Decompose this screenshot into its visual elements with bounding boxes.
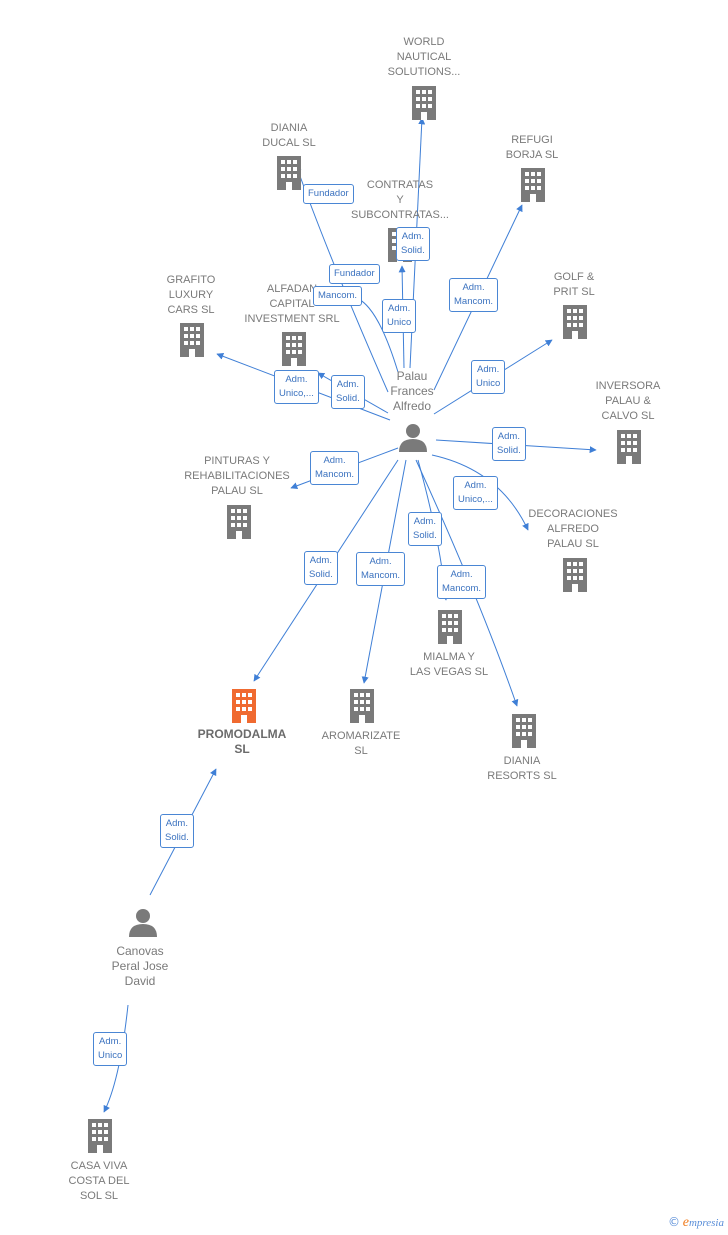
company-label[interactable]: DIANIA RESORTS SL	[487, 755, 557, 782]
person-label[interactable]: Canovas Peral Jose David	[111, 944, 169, 988]
building-icon[interactable]	[615, 430, 643, 469]
focus-building-icon[interactable]	[230, 689, 258, 728]
company-label[interactable]: WORLD NAUTICAL SOLUTIONS...	[387, 36, 461, 78]
edge-label: Adm. Mancom.	[437, 565, 487, 599]
brand-initial: e	[682, 1215, 689, 1230]
edge-label: Adm. Mancom.	[449, 278, 499, 312]
edge-label: Adm. Mancom.	[310, 451, 360, 485]
company-label[interactable]: INVERSORA PALAU & CALVO SL	[595, 380, 661, 422]
building-icon[interactable]	[410, 86, 438, 125]
building-icon[interactable]	[519, 168, 547, 207]
person-icon[interactable]	[128, 907, 158, 942]
company-label[interactable]: REFUGI BORJA SL	[505, 134, 559, 161]
edge-label: Adm. Solid.	[396, 227, 430, 261]
company-label[interactable]: DIANIA DUCAL SL	[262, 122, 316, 149]
edge-label: Adm. Solid.	[408, 512, 442, 546]
building-icon[interactable]	[178, 323, 206, 362]
edge-label: Mancom.	[313, 286, 363, 306]
edge-label: Adm. Solid.	[331, 375, 365, 409]
edge-label: Adm. Solid.	[304, 551, 338, 585]
edge-canovas-casa	[103, 1004, 129, 1113]
edge-label: Adm. Unico,...	[453, 476, 498, 510]
company-label[interactable]: GOLF & PRIT SL	[553, 271, 595, 298]
focus-company-label[interactable]: PROMODALMA SL	[197, 727, 287, 756]
building-icon[interactable]	[280, 332, 308, 371]
edge-label: Adm. Unico	[382, 299, 417, 333]
building-icon[interactable]	[348, 689, 376, 728]
copyright-symbol: ©	[667, 1215, 680, 1229]
building-icon[interactable]	[275, 156, 303, 195]
building-icon[interactable]	[86, 1119, 114, 1158]
building-icon[interactable]	[561, 558, 589, 597]
edge-label: Adm. Mancom.	[356, 552, 406, 586]
building-icon[interactable]	[436, 610, 464, 649]
company-label[interactable]: DECORACIONES ALFREDO PALAU SL	[528, 508, 618, 550]
edge-label: Adm. Solid.	[160, 814, 194, 848]
brand-logo: © empresia	[668, 1215, 724, 1231]
company-label[interactable]: ALFADAN CAPITAL INVESTMENT SRL	[244, 283, 340, 325]
company-label[interactable]: GRAFITO LUXURY CARS SL	[166, 274, 216, 316]
edge-label: Adm. Unico	[93, 1032, 128, 1066]
company-label[interactable]: AROMARIZATE SL	[321, 730, 401, 757]
edge-label: Adm. Unico,...	[274, 370, 319, 404]
edge-label: Fundador	[303, 184, 354, 204]
company-label[interactable]: MIALMA Y LAS VEGAS SL	[409, 651, 489, 678]
edge-label: Fundador	[329, 264, 380, 284]
building-icon[interactable]	[225, 505, 253, 544]
edge-label: Adm. Solid.	[492, 427, 526, 461]
company-label[interactable]: PINTURAS Y REHABILITACIONES PALAU SL	[184, 455, 290, 497]
building-icon[interactable]	[561, 305, 589, 344]
person-icon[interactable]	[398, 422, 428, 457]
building-icon[interactable]	[510, 714, 538, 753]
company-label[interactable]: CONTRATAS Y SUBCONTRATAS...	[351, 179, 449, 221]
person-label[interactable]: Palau Frances Alfredo	[390, 369, 434, 413]
edge-label: Adm. Unico	[471, 360, 506, 394]
brand-name: mpresia	[688, 1217, 724, 1229]
company-label[interactable]: CASA VIVA COSTA DEL SOL SL	[68, 1160, 130, 1202]
